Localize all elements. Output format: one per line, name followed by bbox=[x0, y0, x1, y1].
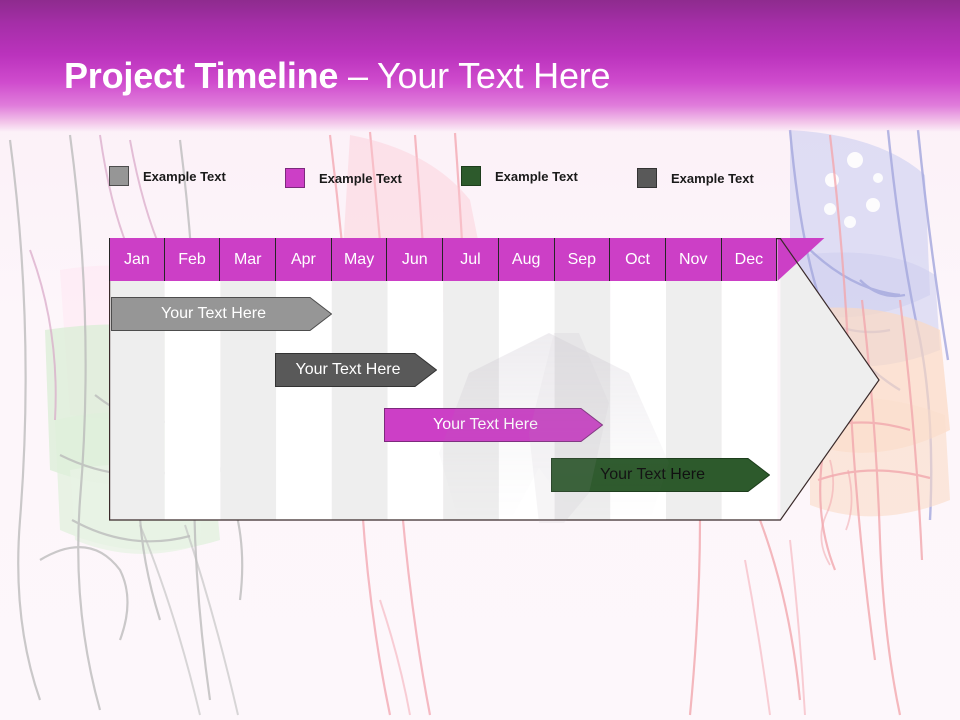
page-title: Project Timeline – Your Text Here bbox=[64, 55, 611, 97]
legend-swatch bbox=[285, 168, 305, 188]
month-header-cell: Aug bbox=[498, 238, 555, 281]
legend-swatch bbox=[637, 168, 657, 188]
legend-swatch bbox=[461, 166, 481, 186]
page-title-bold: Project Timeline bbox=[64, 55, 339, 96]
month-header-cell: Dec bbox=[721, 238, 778, 281]
month-header-cell: May bbox=[331, 238, 388, 281]
legend-label: Example Text bbox=[143, 168, 226, 184]
header-band bbox=[0, 0, 960, 132]
task-bar-label: Your Text Here bbox=[161, 305, 266, 322]
timeline-task-bar[interactable]: Your Text Here bbox=[111, 297, 332, 331]
timeline-task-bar[interactable]: Your Text Here bbox=[551, 458, 770, 492]
month-header-cell: Jan bbox=[109, 238, 165, 281]
legend-swatch bbox=[109, 166, 129, 186]
task-bar-label: Your Text Here bbox=[295, 361, 401, 378]
month-header-cell: Mar bbox=[220, 238, 277, 281]
task-bar-shape bbox=[111, 297, 332, 331]
legend-item: Example Text bbox=[109, 166, 226, 186]
month-header-cell: Feb bbox=[164, 238, 221, 281]
legend-label: Example Text bbox=[495, 168, 578, 184]
arrow-head-fill bbox=[780, 238, 879, 520]
timeline-column bbox=[498, 281, 555, 520]
task-bar-label: Your Text Here bbox=[433, 416, 538, 433]
task-bar-svg bbox=[275, 353, 437, 387]
page-title-rest: – Your Text Here bbox=[338, 55, 611, 96]
timeline-column bbox=[443, 281, 499, 520]
legend: Example Text Example Text Example Text Exam… bbox=[109, 166, 809, 196]
month-header-cell: Sep bbox=[554, 238, 611, 281]
month-header-cell: Nov bbox=[665, 238, 722, 281]
task-bar-label: Your Text Here bbox=[600, 466, 705, 483]
month-header-cell: Oct bbox=[610, 238, 666, 281]
task-bar-svg bbox=[111, 297, 332, 331]
timeline-column bbox=[387, 281, 444, 520]
arrow-head-header-sliver bbox=[777, 238, 825, 281]
month-header-cell: Apr bbox=[276, 238, 332, 281]
legend-label: Example Text bbox=[671, 170, 754, 186]
timeline-column bbox=[331, 281, 388, 520]
month-header-cell: Jul bbox=[443, 238, 499, 281]
legend-item: Example Text bbox=[461, 166, 578, 186]
legend-item: Example Text bbox=[637, 168, 754, 188]
month-header-cell: Jun bbox=[387, 238, 444, 281]
timeline-task-bar[interactable]: Your Text Here bbox=[384, 408, 603, 442]
legend-item: Example Text bbox=[285, 168, 402, 188]
legend-label: Example Text bbox=[319, 170, 402, 186]
timeline-task-bar[interactable]: Your Text Here bbox=[275, 353, 437, 387]
task-bar-shape bbox=[275, 353, 437, 387]
